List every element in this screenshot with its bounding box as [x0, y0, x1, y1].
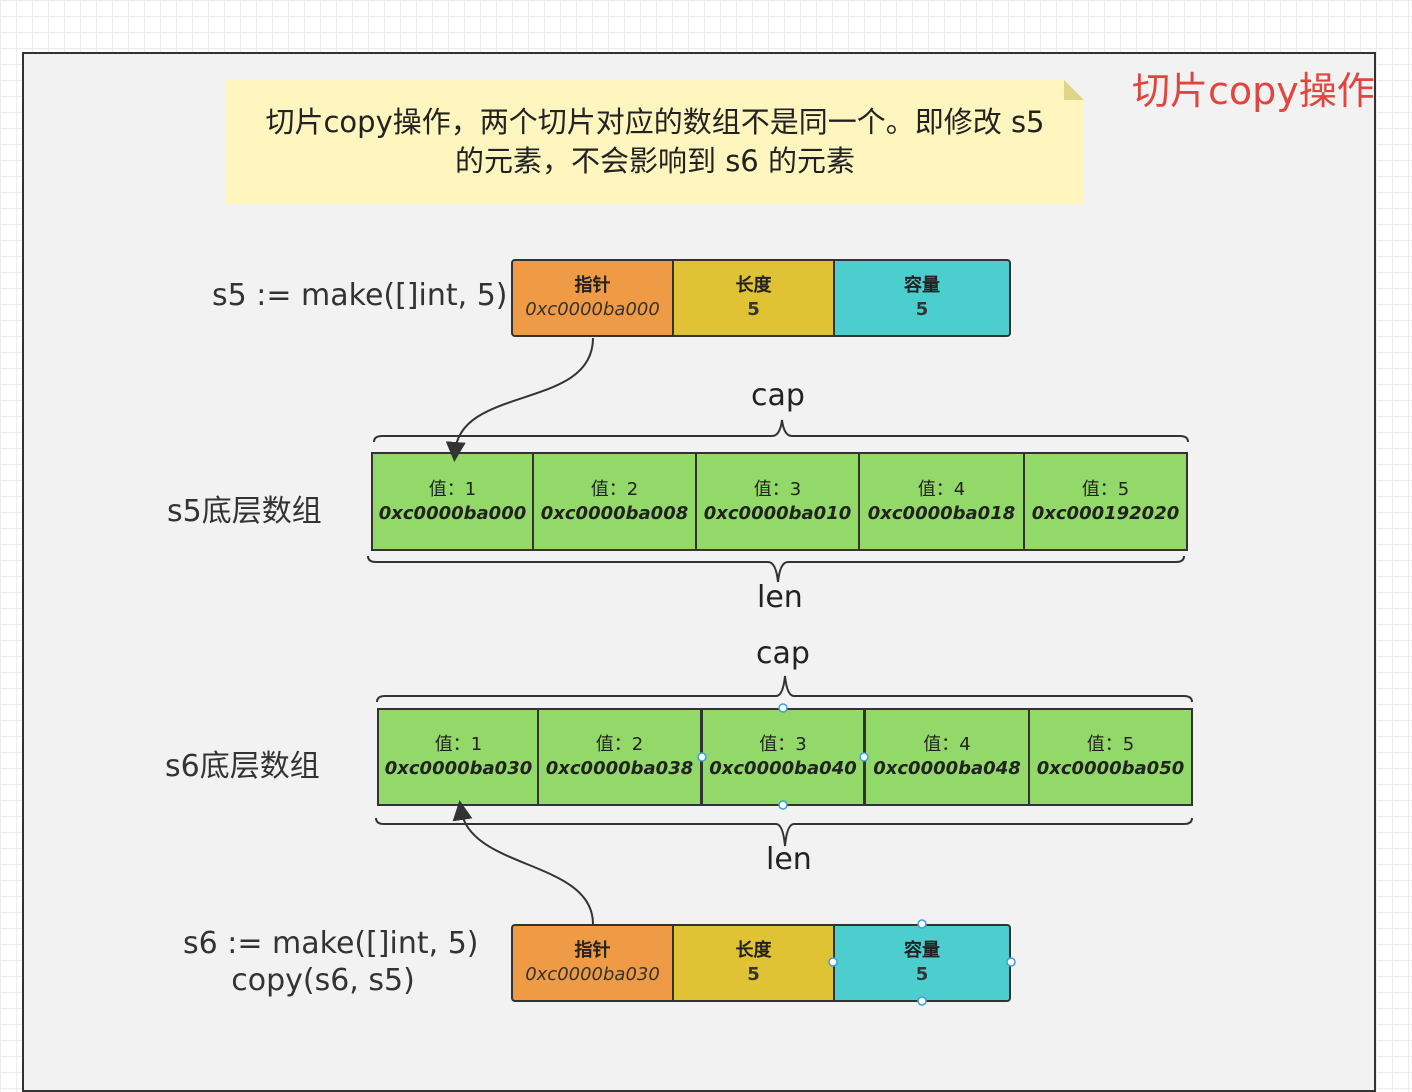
s6-capacity-label: 容量 [904, 940, 940, 961]
cell-address: 0xc0000ba040 [709, 758, 857, 779]
s5-pointer-label: 指针 [574, 275, 611, 296]
s5-array-cell[interactable]: 值：5 0xc000192020 [1023, 452, 1188, 551]
selection-handles-array-cell[interactable] [697, 703, 869, 810]
cell-address: 0xc0000ba050 [1036, 758, 1185, 779]
note-line-1: 切片copy操作，两个切片对应的数组不是同一个。即修改 s5 [265, 105, 1045, 139]
s5-length-label: 长度 [735, 275, 772, 296]
s6-array-cell[interactable]: 值：5 0xc0000ba050 [1028, 708, 1193, 806]
cell-address: 0xc0000ba038 [545, 758, 694, 779]
s6-code-line-2: copy(s6, s5) [231, 963, 415, 998]
s6-code-line-1: s6 := make([]int, 5) [183, 926, 479, 961]
cell-value: 值：1 [434, 734, 483, 755]
s6-capacity-value: 5 [915, 964, 929, 985]
s5-array-cell[interactable]: 值：3 0xc0000ba010 [695, 452, 860, 551]
s5-capacity-value: 5 [915, 299, 929, 320]
s5-len-brace-label: len [757, 580, 803, 615]
s5-pointer-field[interactable]: 指针 0xc0000ba000 [511, 259, 674, 337]
cell-value: 值：5 [1081, 478, 1130, 500]
s5-array-cell[interactable]: 值：4 0xc0000ba018 [858, 452, 1025, 551]
s5-code-label: s5 := make([]int, 5) [212, 278, 508, 313]
note-line-2: 的元素，不会影响到 s6 的元素 [454, 144, 855, 178]
s5-array-label: s5底层数组 [167, 494, 322, 529]
cell-address: 0xc0000ba048 [873, 758, 1021, 779]
s6-pointer-label: 指针 [574, 940, 611, 961]
cell-value: 值：3 [753, 478, 802, 500]
s5-pointer-value: 0xc0000ba000 [525, 299, 660, 320]
cell-value: 值：2 [595, 734, 644, 755]
s6-code-label: s6 := make([]int, 5) copy(s6, s5) [183, 926, 479, 998]
s6-length-value: 5 [747, 964, 760, 985]
diagram-canvas [22, 52, 1376, 1092]
cell-address: 0xc000192020 [1031, 502, 1180, 524]
s6-length-field[interactable]: 长度 5 [672, 924, 835, 1002]
s6-array-label: s6底层数组 [165, 749, 320, 784]
s5-cap-brace-label: cap [751, 378, 805, 413]
selection-handles-capacity-field[interactable] [828, 919, 1016, 1006]
cell-address: 0xc0000ba030 [384, 758, 533, 779]
cell-value: 值：2 [590, 478, 639, 500]
cell-address: 0xc0000ba008 [540, 502, 689, 524]
s5-cap-brace [373, 419, 1189, 443]
s6-pointer-field[interactable]: 指针 0xc0000ba030 [511, 924, 674, 1002]
cell-value: 值：4 [923, 734, 971, 755]
s6-cap-brace-label: cap [756, 636, 810, 671]
s6-array-cell[interactable]: 值：2 0xc0000ba038 [537, 708, 702, 806]
s6-array-cell[interactable]: 值：3 0xc0000ba040 [701, 708, 865, 806]
s5-array-cell[interactable]: 值：2 0xc0000ba008 [532, 452, 697, 551]
cell-value: 值：1 [428, 478, 477, 500]
s6-len-brace-label: len [766, 842, 812, 877]
explanation-note: 切片copy操作，两个切片对应的数组不是同一个。即修改 s5 的元素，不会影响到… [226, 80, 1084, 204]
s5-capacity-field[interactable]: 容量 5 [833, 259, 1011, 337]
s6-length-label: 长度 [735, 940, 772, 961]
diagram-title: 切片copy操作 [1132, 69, 1375, 113]
s5-array-cell[interactable]: 值：1 0xc0000ba000 [371, 452, 534, 551]
s6-cap-brace [376, 675, 1193, 703]
s5-len-brace [367, 555, 1185, 583]
s6-pointer-arrow [452, 800, 594, 925]
s6-pointer-value: 0xc0000ba030 [525, 964, 660, 985]
cell-value: 值：4 [917, 478, 966, 500]
note-fold-corner [1064, 80, 1084, 100]
s5-length-value: 5 [747, 299, 760, 320]
s5-length-field[interactable]: 长度 5 [672, 259, 835, 337]
s5-pointer-arrow [445, 337, 594, 462]
s6-len-brace [375, 817, 1193, 847]
cell-address: 0xc0000ba000 [378, 502, 527, 524]
cell-address: 0xc0000ba018 [867, 502, 1016, 524]
s5-capacity-label: 容量 [904, 275, 940, 296]
cell-value: 值：3 [759, 734, 807, 755]
cell-address: 0xc0000ba010 [703, 502, 852, 524]
s6-array-cell[interactable]: 值：4 0xc0000ba048 [864, 708, 1030, 806]
cell-value: 值：5 [1086, 734, 1135, 755]
